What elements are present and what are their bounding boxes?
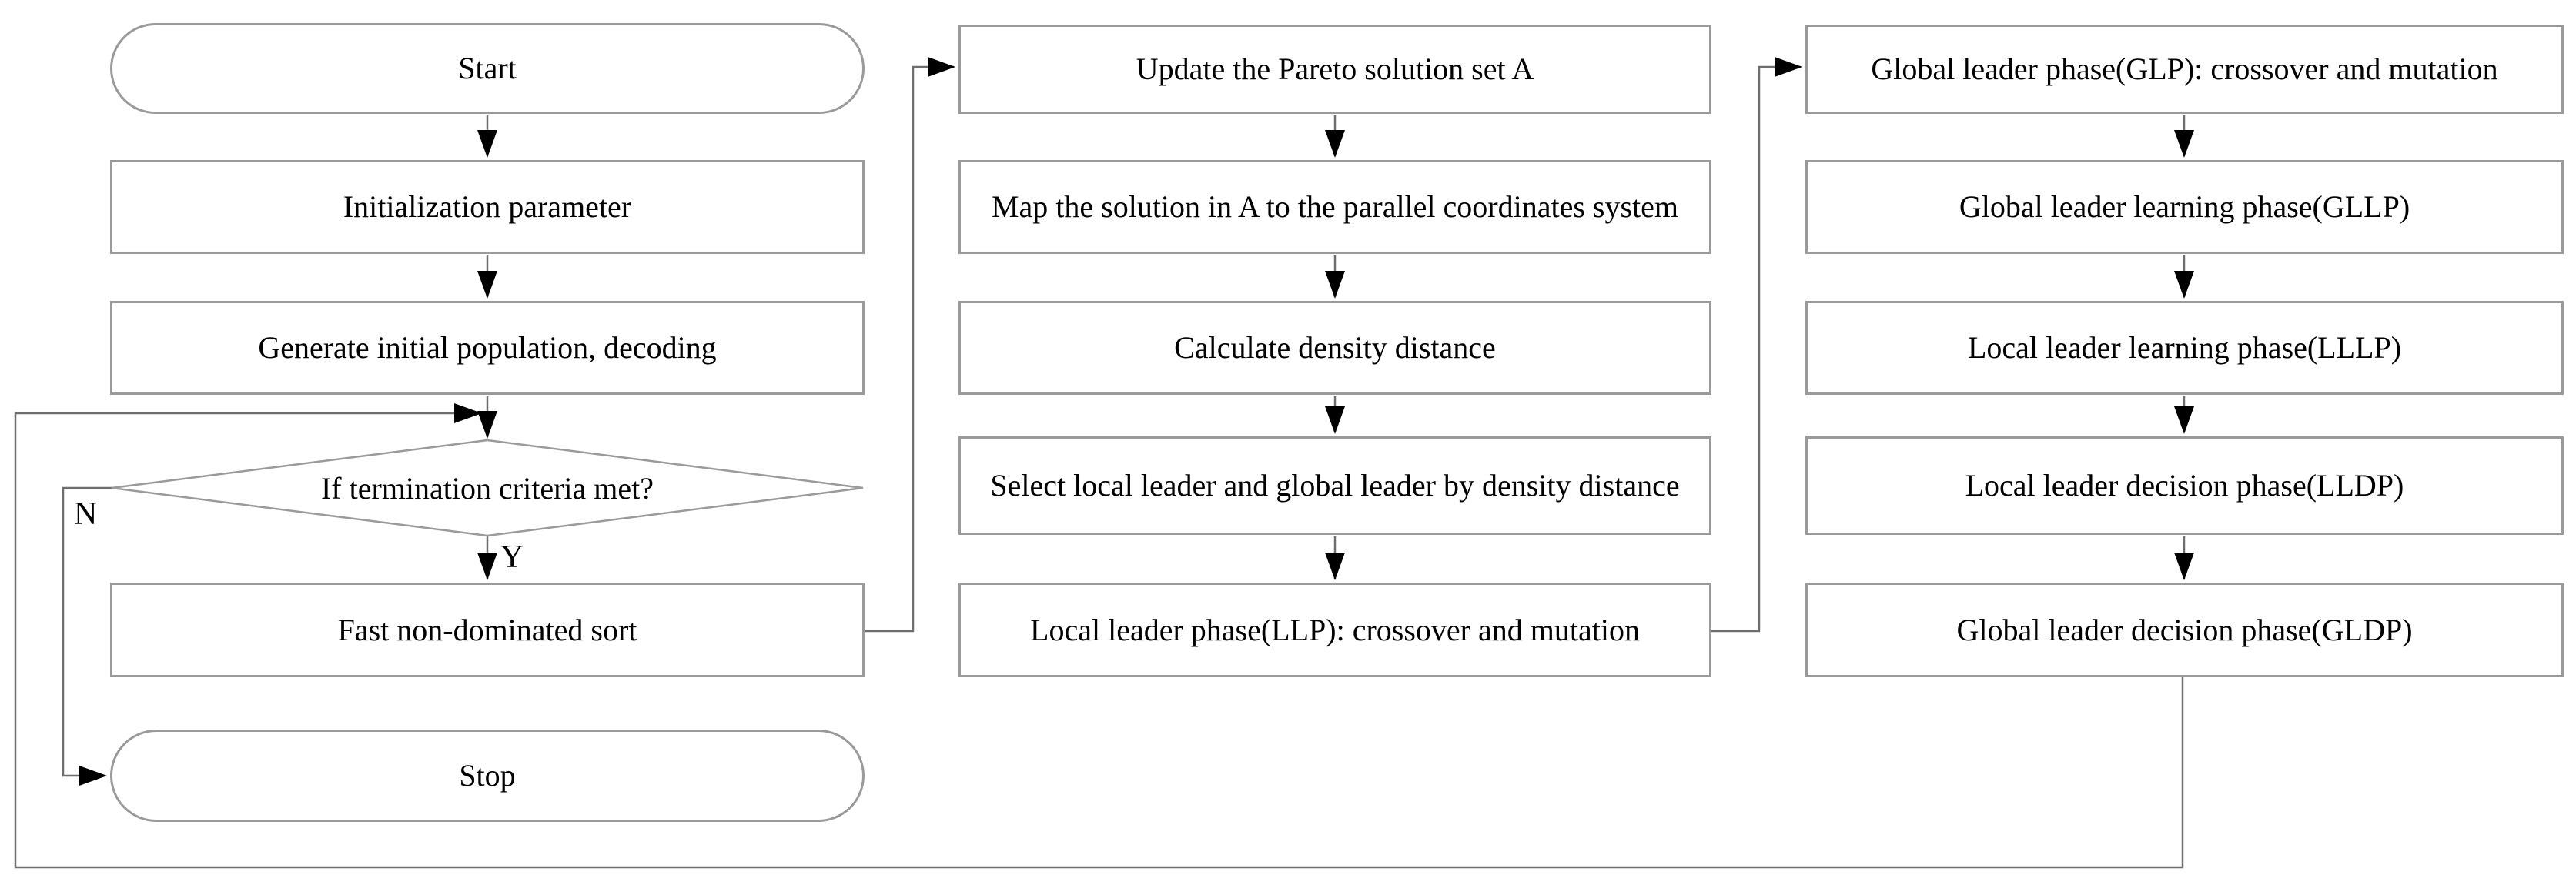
decision-yes-label: Y bbox=[500, 539, 524, 575]
node-start: Start bbox=[110, 23, 865, 114]
node-map-solution-label: Map the solution in A to the parallel co… bbox=[991, 189, 1679, 224]
node-local-leader-learning-label: Local leader learning phase(LLLP) bbox=[1967, 330, 2402, 365]
node-update-pareto-label: Update the Pareto solution set A bbox=[1136, 52, 1534, 86]
node-local-leader-phase-label: Local leader phase(LLP): crossover and m… bbox=[1030, 612, 1640, 647]
node-decision-label: If termination criteria met? bbox=[320, 470, 654, 506]
node-global-leader-phase-label: Global leader phase(GLP): crossover and … bbox=[1871, 52, 2498, 86]
edge-decision-no-to-stop bbox=[62, 486, 113, 786]
edge-fast-sort-to-update-pareto bbox=[865, 57, 955, 633]
node-local-leader-phase: Local leader phase(LLP): crossover and m… bbox=[958, 583, 1711, 677]
node-calculate-density: Calculate density distance bbox=[958, 301, 1711, 395]
node-select-leaders-label: Select local leader and global leader by… bbox=[990, 468, 1680, 503]
node-initialization: Initialization parameter bbox=[110, 160, 865, 254]
node-stop: Stop bbox=[110, 730, 865, 822]
node-global-leader-decision: Global leader decision phase(GLDP) bbox=[1805, 583, 2564, 677]
node-generate-label: Generate initial population, decoding bbox=[258, 330, 717, 365]
node-local-leader-decision-label: Local leader decision phase(LLDP) bbox=[1965, 468, 2404, 503]
node-global-leader-learning-label: Global leader learning phase(GLLP) bbox=[1959, 189, 2410, 224]
node-global-leader-learning: Global leader learning phase(GLLP) bbox=[1805, 160, 2564, 254]
node-stop-label: Stop bbox=[459, 758, 516, 793]
node-global-leader-decision-label: Global leader decision phase(GLDP) bbox=[1956, 612, 2413, 647]
node-select-leaders: Select local leader and global leader by… bbox=[958, 436, 1711, 535]
node-local-leader-learning: Local leader learning phase(LLLP) bbox=[1805, 301, 2564, 395]
node-calculate-density-label: Calculate density distance bbox=[1174, 330, 1496, 365]
edge-gldp-feedback-loop bbox=[14, 403, 2184, 869]
node-fast-sort-label: Fast non-dominated sort bbox=[337, 612, 637, 647]
node-global-leader-phase: Global leader phase(GLP): crossover and … bbox=[1805, 25, 2564, 114]
node-local-leader-decision: Local leader decision phase(LLDP) bbox=[1805, 436, 2564, 535]
node-generate: Generate initial population, decoding bbox=[110, 301, 865, 395]
node-decision: If termination criteria met? bbox=[179, 440, 795, 536]
edge-llp-to-glp bbox=[1711, 57, 1802, 633]
node-update-pareto: Update the Pareto solution set A bbox=[958, 25, 1711, 114]
node-map-solution: Map the solution in A to the parallel co… bbox=[958, 160, 1711, 254]
node-start-label: Start bbox=[458, 51, 517, 85]
decision-no-label: N bbox=[74, 496, 98, 532]
node-initialization-label: Initialization parameter bbox=[343, 189, 632, 224]
decision-diamond-shape bbox=[111, 439, 864, 537]
node-fast-sort: Fast non-dominated sort bbox=[110, 583, 865, 677]
